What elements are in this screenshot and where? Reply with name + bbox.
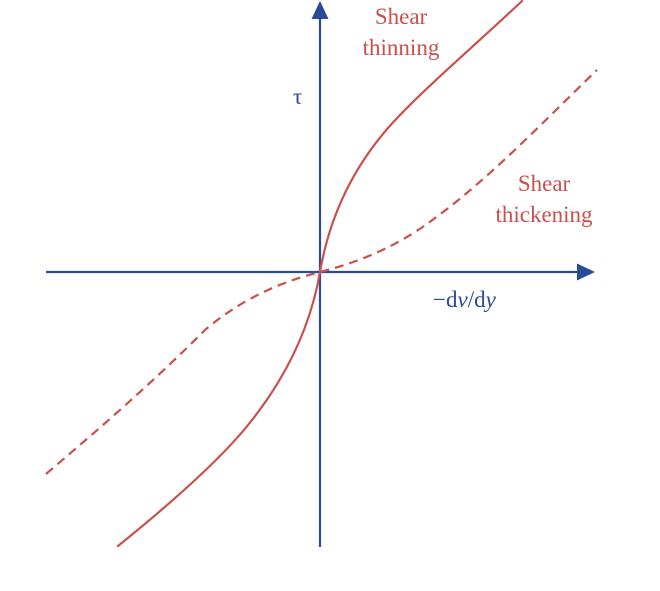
shear-thickening-label-line2: thickening (495, 202, 593, 227)
y-axis-label: τ (293, 84, 302, 109)
x-axis-label-v: v (457, 287, 468, 312)
labels: τ −dv/dy Shear thinning Shear thickening (293, 4, 593, 312)
x-axis-label-y: y (484, 287, 497, 312)
y-axis-arrow-icon (311, 1, 329, 19)
x-axis-label-slash: /d (468, 287, 486, 312)
axes (46, 1, 595, 547)
x-axis-arrow-icon (577, 263, 595, 281)
x-axis-label: −dv/dy (433, 287, 497, 312)
shear-thinning-curve (116, 0, 524, 548)
shear-thinning-label-line2: thinning (363, 35, 440, 60)
curves (45, 0, 598, 548)
x-axis-label-prefix: −d (433, 287, 458, 312)
shear-thickening-label-line1: Shear (518, 171, 571, 196)
shear-thinning-label-line1: Shear (375, 4, 428, 29)
